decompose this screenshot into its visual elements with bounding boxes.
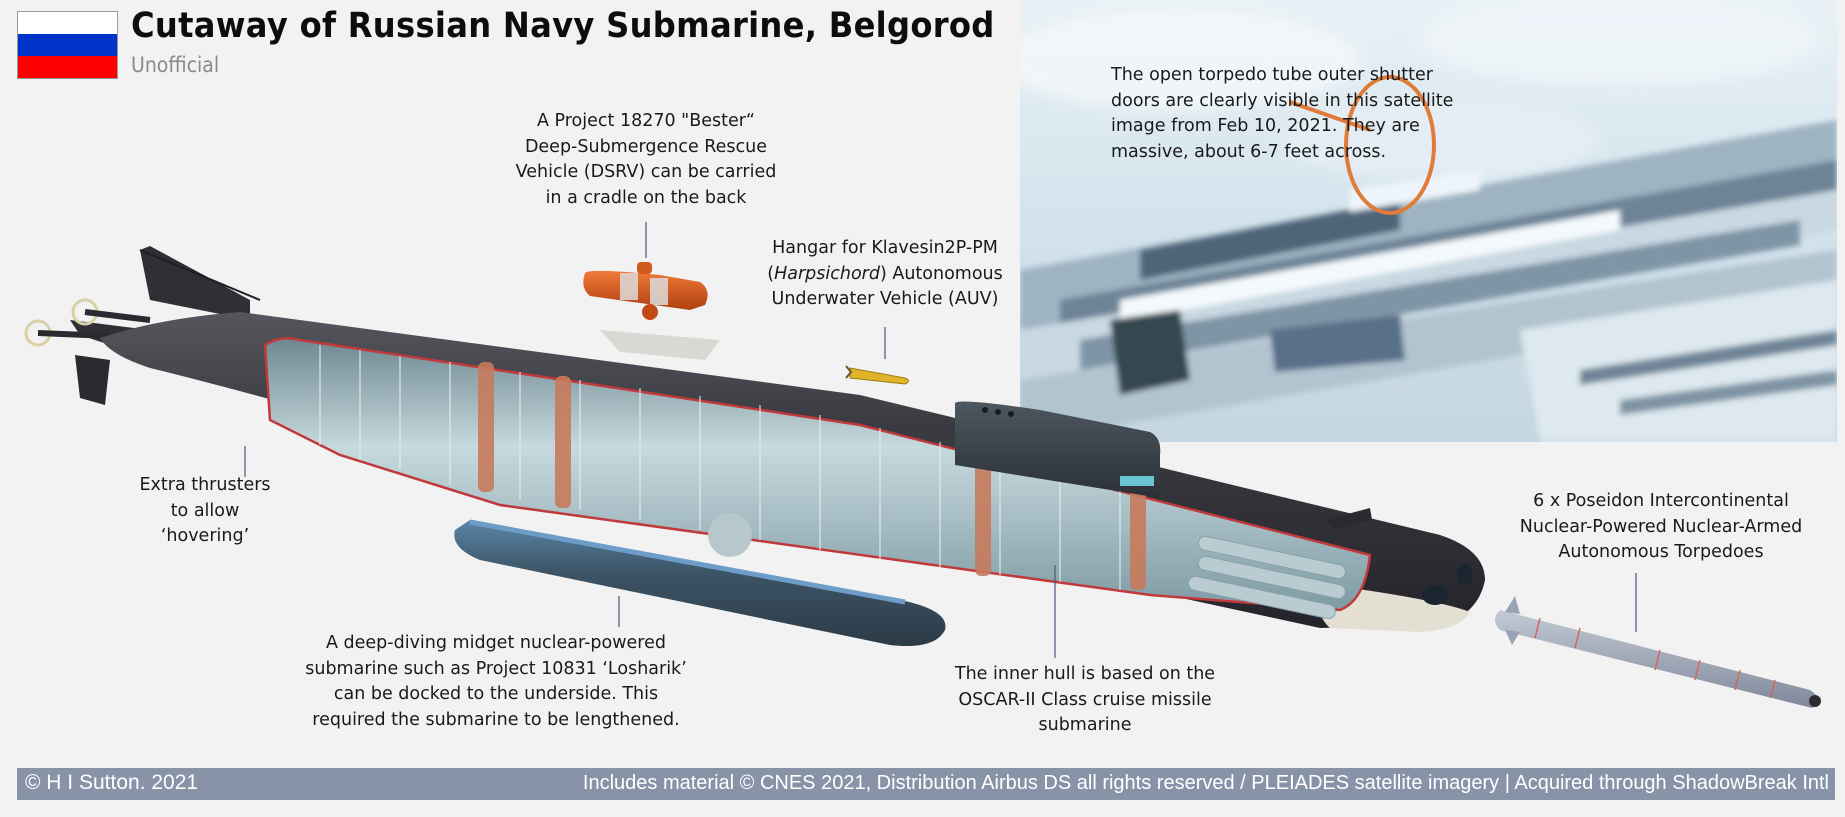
callout-line: Vehicle (DSRV) can be carried xyxy=(515,162,777,182)
reactor-sphere xyxy=(708,513,752,557)
pointer-line xyxy=(1289,100,1371,132)
satellite-caption-line: doors are clearly visible in this satell… xyxy=(1111,90,1454,111)
flag-stripe-red xyxy=(18,55,117,78)
highlight-circle xyxy=(1344,75,1436,215)
flag-stripe-blue xyxy=(18,33,117,56)
flag-stripe-white xyxy=(18,12,117,34)
callout-midget-submarine: A deep-diving midget nuclear-powered sub… xyxy=(298,631,694,733)
callout-line: submarine such as Project 10831 ‘Loshari… xyxy=(305,658,687,679)
callout-line: A deep-diving midget nuclear-powered xyxy=(326,633,666,653)
dsrv-bester xyxy=(583,262,720,360)
inner-hull-ribs xyxy=(319,345,1121,590)
bulkheads xyxy=(478,362,1146,590)
credit-text: Includes material © CNES 2021, Distribut… xyxy=(582,772,1829,794)
callout-line: Autonomous Torpedoes xyxy=(1558,542,1764,562)
callout-line: to allow xyxy=(170,500,240,521)
sail xyxy=(955,401,1161,498)
callout-line: A Project 18270 "Bester“ xyxy=(536,111,756,131)
callout-line: ‘hovering’ xyxy=(160,526,250,546)
callout-dsrv: A Project 18270 "Bester“ Deep-Submergenc… xyxy=(512,109,780,211)
midget-submarine xyxy=(454,519,946,646)
callout-line: OSCAR-II Class cruise missile xyxy=(958,689,1212,710)
satellite-caption: The open torpedo tube outer shutter door… xyxy=(1111,63,1453,165)
satellite-caption-line: massive, about 6-7 feet across. xyxy=(1111,141,1387,162)
callout-line: Extra thrusters xyxy=(139,475,271,495)
dsrv-cradle xyxy=(600,330,720,360)
auv-harpsichord xyxy=(845,365,909,385)
satellite-image: The open torpedo tube outer shutter door… xyxy=(1020,0,1837,442)
callout-line: can be docked to the underside. This xyxy=(333,684,659,704)
callout-line: 6 x Poseidon Intercontinental xyxy=(1533,491,1789,511)
callout-poseidon: 6 x Poseidon Intercontinental Nuclear-Po… xyxy=(1506,489,1816,566)
callout-line: Deep-Submergence Rescue xyxy=(524,136,768,157)
callout-line: submarine xyxy=(1038,715,1132,735)
page-title: Cutaway of Russian Navy Submarine, Belgo… xyxy=(131,6,995,46)
callout-line: (Harpsichord) Autonomous xyxy=(767,263,1003,284)
italic-term: Harpsichord xyxy=(774,263,880,284)
callout-line: in a cradle on the back xyxy=(545,187,747,208)
russian-flag xyxy=(17,11,118,79)
bow-plane xyxy=(1325,508,1372,530)
page-subtitle: Unofficial xyxy=(131,53,220,77)
callout-line: Nuclear-Powered Nuclear-Armed xyxy=(1519,516,1803,537)
satellite-image-drawing xyxy=(1020,0,1837,442)
callout-line: The inner hull is based on the xyxy=(954,664,1216,684)
torpedo-tube-door xyxy=(1422,585,1448,605)
callout-inner-hull: The inner hull is based on the OSCAR-II … xyxy=(945,662,1225,739)
callout-thrusters: Extra thrusters to allow ‘hovering’ xyxy=(130,473,280,550)
callout-line: Hangar for Klavesin2P-PM xyxy=(772,238,998,258)
torpedo-tube-door xyxy=(1457,564,1473,586)
poseidon-tubes xyxy=(1187,535,1346,620)
satellite-caption-line: image from Feb 10, 2021. They are xyxy=(1111,116,1420,136)
callout-auv: Hangar for Klavesin2P-PM (Harpsichord) A… xyxy=(760,236,1010,313)
footer-bar: © H I Sutton. 2021 Includes material © C… xyxy=(17,768,1835,800)
callout-line: required the submarine to be lengthened. xyxy=(312,709,680,730)
callout-line: Underwater Vehicle (AUV) xyxy=(771,289,999,309)
copyright-text: © H I Sutton. 2021 xyxy=(25,771,199,794)
satellite-caption-line: The open torpedo tube outer shutter xyxy=(1111,65,1433,85)
poseidon-torpedo xyxy=(1495,596,1821,708)
